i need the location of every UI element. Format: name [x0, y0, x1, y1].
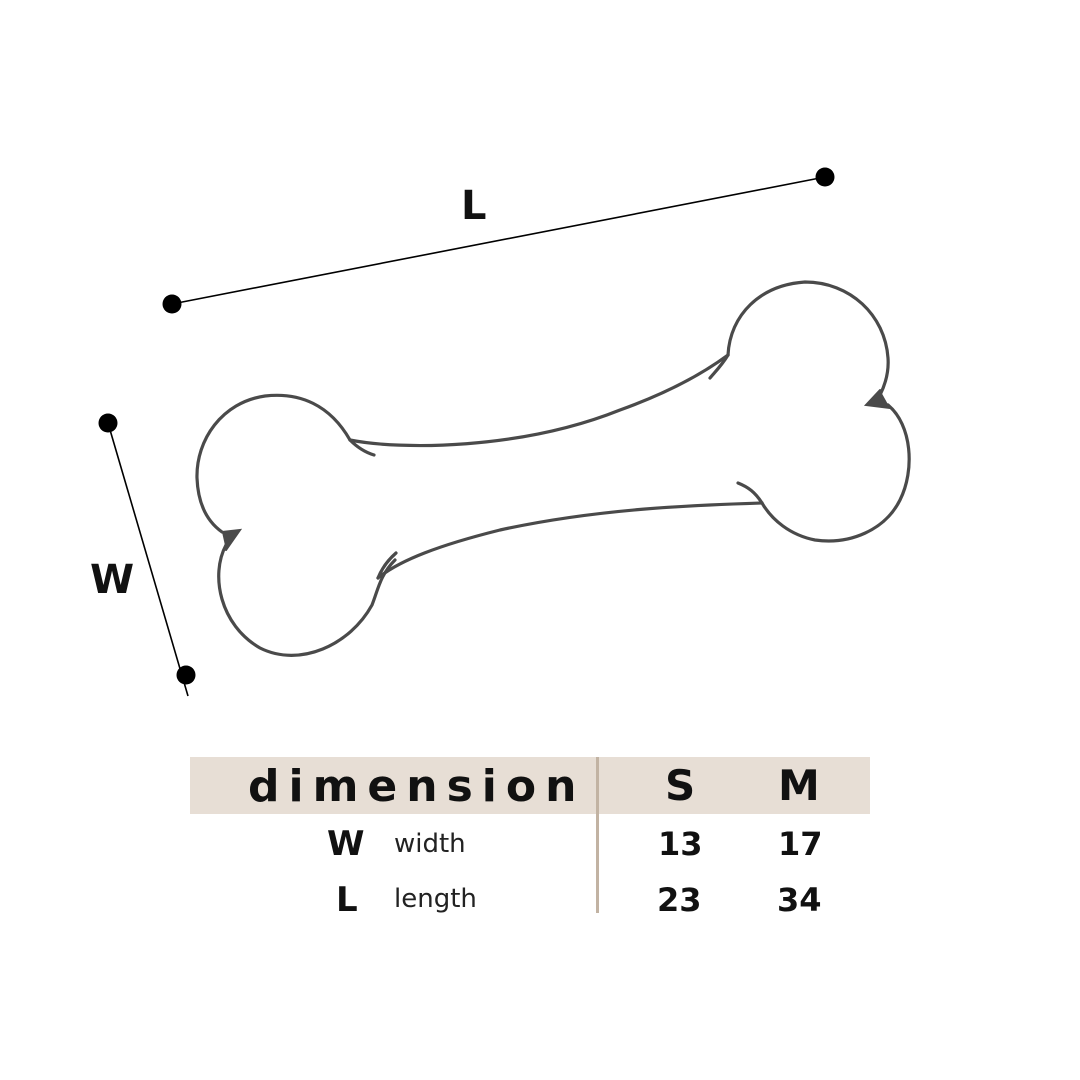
length-marker-label: L — [461, 183, 487, 229]
row-name: length — [394, 884, 477, 914]
size-table: dimension S M W width 13 17 L length 23 … — [190, 757, 870, 917]
width-marker-label: W — [90, 557, 135, 603]
length-measure-line — [162, 167, 835, 314]
row-value-s: 23 — [657, 881, 702, 919]
table-header-band — [190, 757, 870, 814]
length-start-dot — [162, 294, 182, 314]
table-column-divider — [596, 757, 599, 913]
row-value-m: 17 — [778, 825, 823, 863]
bone-outline — [195, 280, 911, 657]
header-size-m: M — [778, 761, 820, 810]
width-measure-line — [98, 413, 196, 697]
row-value-m: 34 — [777, 881, 822, 919]
row-key: L — [336, 880, 358, 920]
row-key: W — [327, 824, 365, 864]
header-size-s: S — [665, 761, 696, 810]
width-end-dot — [176, 665, 196, 685]
width-start-dot — [98, 413, 118, 433]
row-name: width — [394, 829, 466, 859]
row-value-s: 13 — [658, 825, 703, 863]
length-end-dot — [815, 167, 835, 187]
header-dimension: dimension — [248, 761, 586, 812]
